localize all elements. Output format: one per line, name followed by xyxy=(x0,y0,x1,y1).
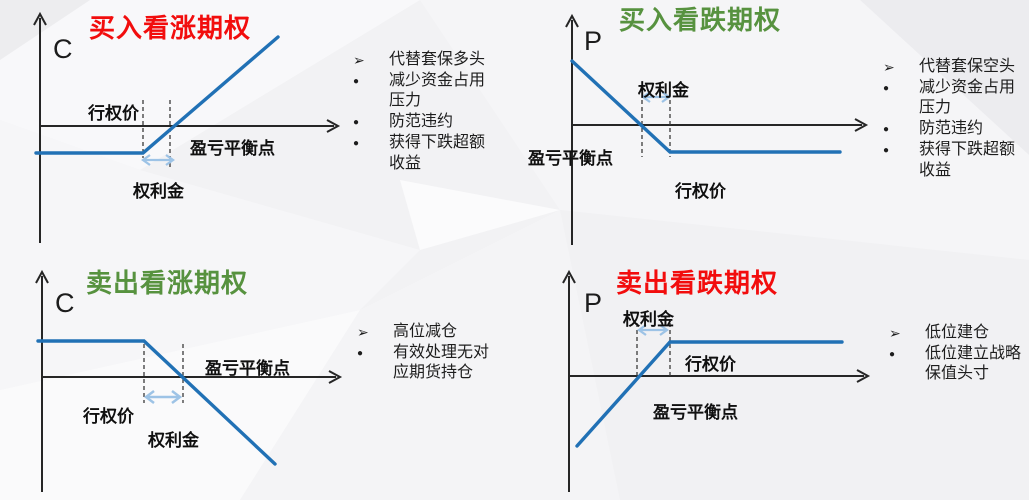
list-item: ● 减少资金占用压力 xyxy=(876,78,1022,119)
premium-double-arrow-icon xyxy=(641,91,671,103)
list-item: ● 获得下跌超额收益 xyxy=(876,140,1022,181)
breakeven-label: 盈亏平衡点 xyxy=(653,403,738,422)
x-axis-arrow-icon xyxy=(326,119,341,133)
dot-bullet-icon: ● xyxy=(889,348,896,360)
premium-double-arrow-icon xyxy=(141,154,175,166)
buy-put-chart xyxy=(565,13,869,245)
list-item: ➢ 代替套保多头 xyxy=(346,50,492,71)
list-item: ➢ 高位减仓 xyxy=(350,322,496,343)
sell-put-chart xyxy=(562,269,871,492)
payoff-line xyxy=(34,35,280,155)
strike-price-label: 行权价 xyxy=(685,355,736,374)
y-axis-arrow-icon xyxy=(35,269,49,284)
buy-call-bullet-list: ➢ 代替套保多头 ● 减少资金占用压力 ● 防范违约 ● 获得下跌超额收益 xyxy=(346,50,492,174)
arrow-bullet-icon: ➢ xyxy=(353,52,365,68)
panel-title-buy-put: 买入看跌期权 xyxy=(618,5,781,35)
y-axis-label-sell-call: C xyxy=(55,288,75,318)
list-item: ● 减少资金占用压力 xyxy=(346,71,492,112)
payoff-line xyxy=(570,59,842,154)
strike-price-label: 行权价 xyxy=(88,104,139,123)
premium-double-arrow-icon xyxy=(143,390,183,404)
y-axis-arrow-icon xyxy=(33,11,47,26)
dot-bullet-icon: ● xyxy=(883,145,890,156)
list-item: ➢ 代替套保空头 xyxy=(876,57,1022,78)
list-item: ● 获得下跌超额收益 xyxy=(346,133,492,174)
y-axis-arrow-icon xyxy=(565,13,579,28)
breakeven-label: 盈亏平衡点 xyxy=(528,149,613,168)
breakeven-label: 盈亏平衡点 xyxy=(205,359,290,378)
x-axis-arrow-icon xyxy=(854,118,869,132)
sell-put-bullet-list: ➢ 低位建仓 ● 低位建立战略保值头寸 xyxy=(882,323,1028,385)
premium-label: 权利金 xyxy=(133,182,184,201)
list-item: ➢ 低位建仓 xyxy=(882,323,1028,344)
sell-call-chart xyxy=(35,269,343,492)
arrow-bullet-icon: ➢ xyxy=(357,324,369,340)
panel-title-sell-call: 卖出看涨期权 xyxy=(85,268,248,298)
y-axis-label-buy-call: C xyxy=(53,34,73,64)
arrow-bullet-icon: ➢ xyxy=(889,325,901,341)
panel-title-sell-put: 卖出看跌期权 xyxy=(615,268,778,298)
premium-label: 权利金 xyxy=(638,81,689,100)
dot-bullet-icon: ● xyxy=(353,75,360,87)
payoff-line xyxy=(36,339,277,466)
list-item: ● 防范违约 xyxy=(346,112,492,134)
y-axis-label-sell-put: P xyxy=(584,288,603,318)
arrow-bullet-icon: ➢ xyxy=(883,59,895,75)
list-item: ● 防范违约 xyxy=(876,119,1022,141)
y-axis-label-buy-put: P xyxy=(584,26,603,56)
premium-double-arrow-icon xyxy=(637,324,669,336)
dot-bullet-icon: ● xyxy=(883,82,890,94)
premium-label: 权利金 xyxy=(623,310,674,329)
strike-price-label: 行权价 xyxy=(83,407,134,426)
list-item: ● 低位建立战略保值头寸 xyxy=(882,344,1028,385)
dot-bullet-icon: ● xyxy=(883,123,890,135)
breakeven-label: 盈亏平衡点 xyxy=(190,139,275,158)
dot-bullet-icon: ● xyxy=(357,347,364,359)
premium-label: 权利金 xyxy=(148,431,199,450)
y-axis-arrow-icon xyxy=(562,269,576,284)
list-item: ● 有效处理无对应期货持仓 xyxy=(350,343,496,384)
x-axis-arrow-icon xyxy=(328,370,343,384)
strike-price-label: 行权价 xyxy=(675,182,726,201)
sell-call-bullet-list: ➢ 高位减仓 ● 有效处理无对应期货持仓 xyxy=(350,322,496,384)
panel-title-buy-call: 买入看涨期权 xyxy=(88,13,251,43)
dot-bullet-icon: ● xyxy=(353,138,360,149)
payoff-line xyxy=(575,340,844,448)
x-axis-arrow-icon xyxy=(856,369,871,383)
buy-put-bullet-list: ➢ 代替套保空头 ● 减少资金占用压力 ● 防范违约 ● 获得下跌超额收益 xyxy=(876,57,1022,181)
buy-call-chart xyxy=(33,11,341,243)
dot-bullet-icon: ● xyxy=(353,116,360,128)
